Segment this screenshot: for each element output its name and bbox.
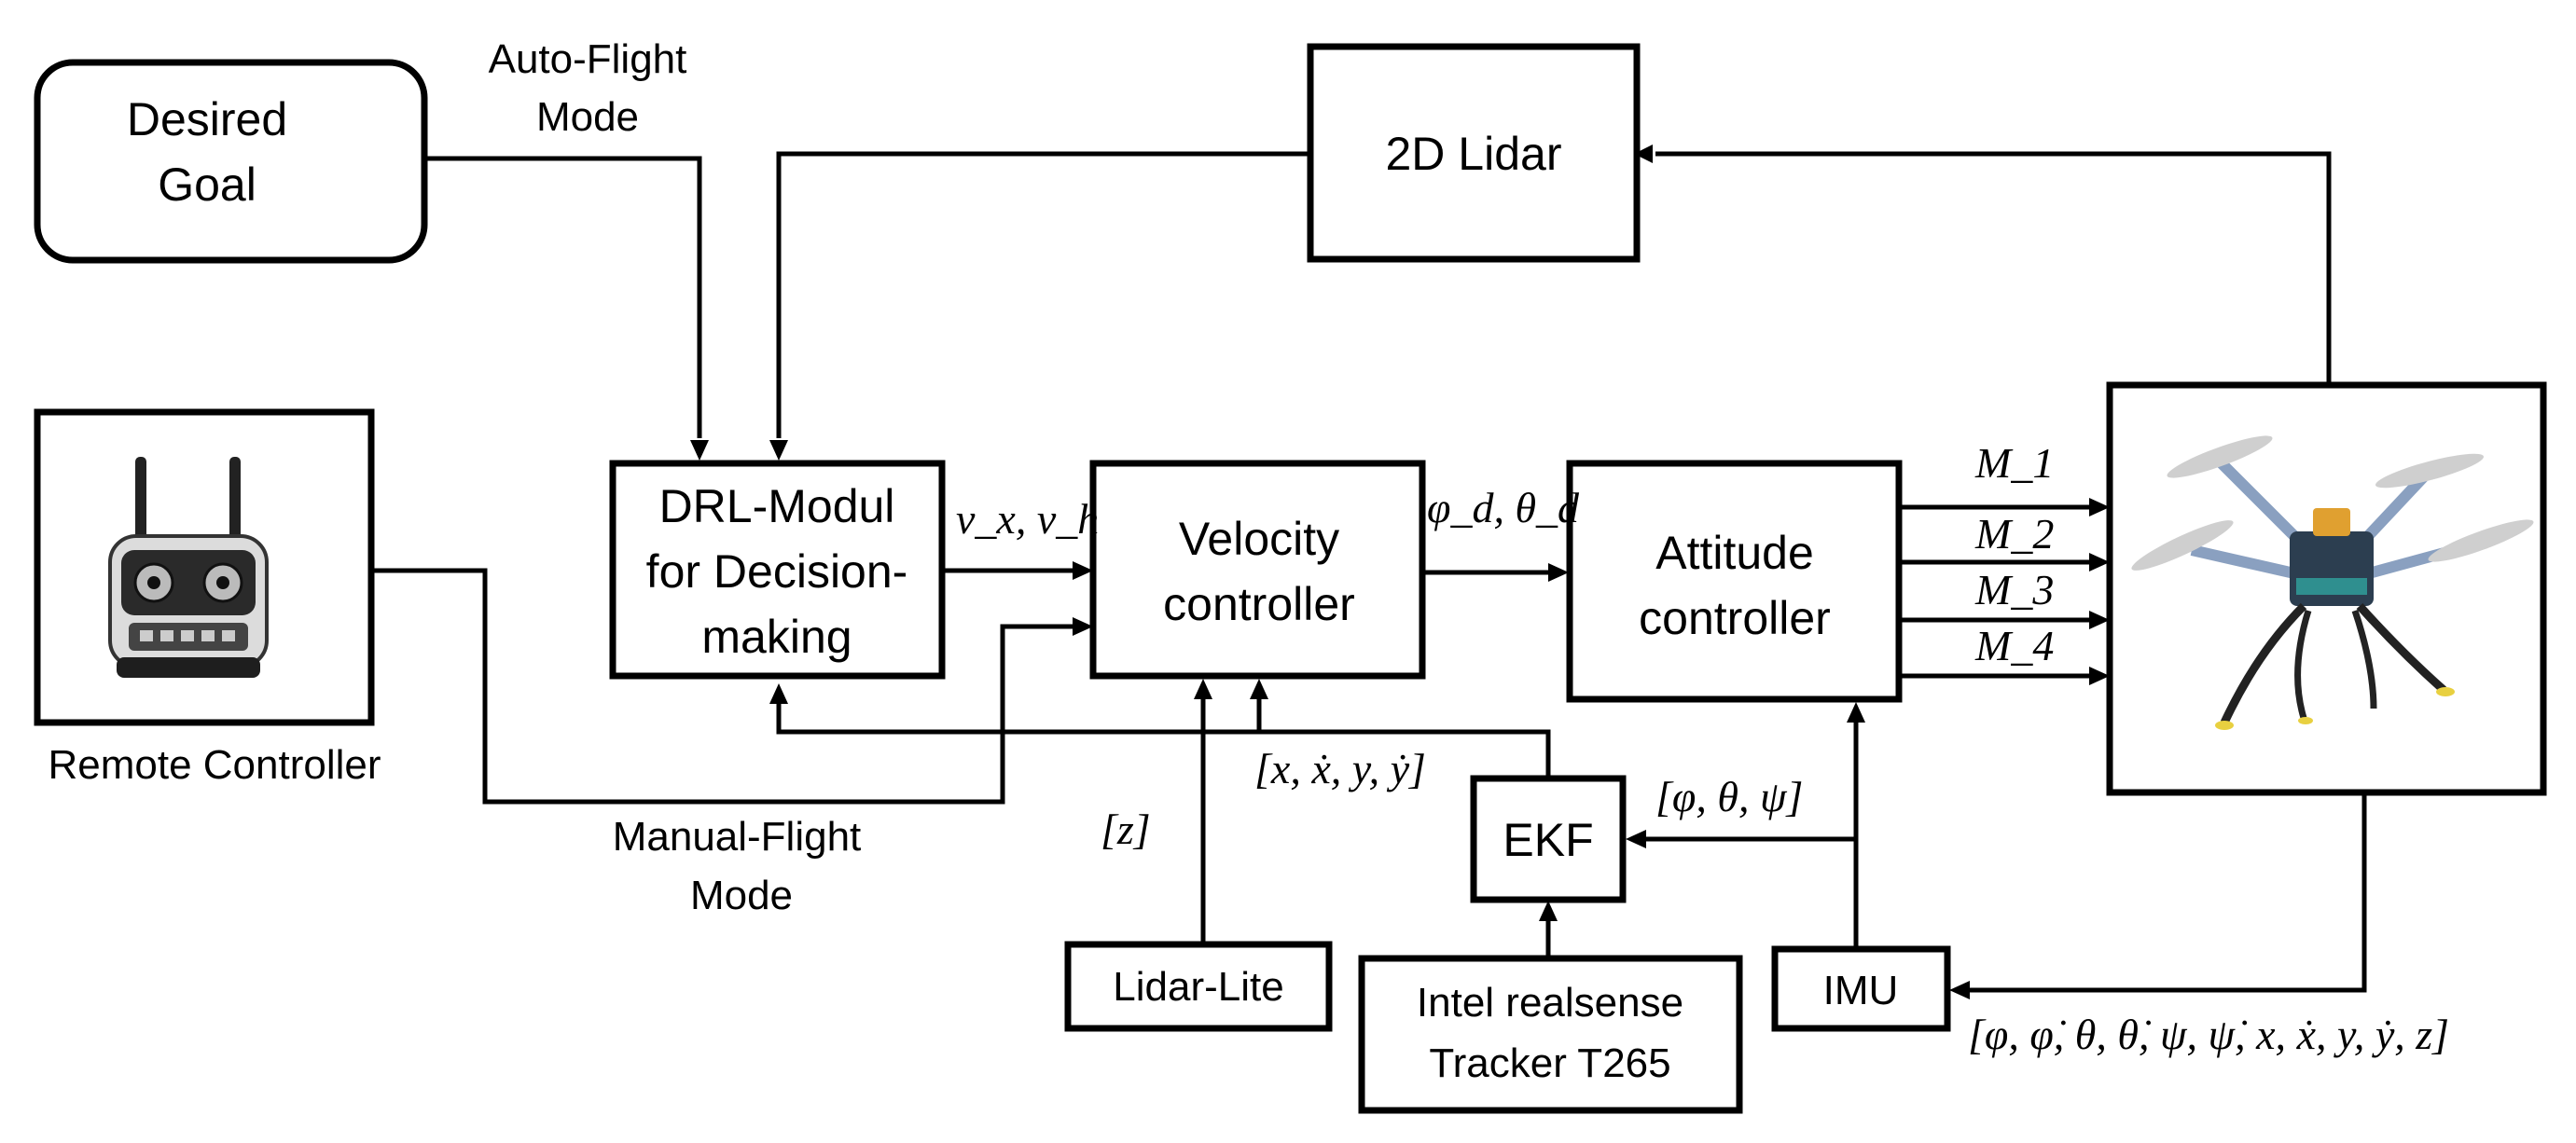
connections [373,145,2367,999]
realsense-line-1: Intel realsense [1417,980,1683,1026]
drl-line-1: DRL-Modul [659,480,895,532]
lidar2d-label: 2D Lidar [1386,128,1562,180]
arrowhead [2089,611,2110,629]
arrowhead [769,683,788,704]
vx-vh-label: v_x, v_h [956,495,1099,543]
pos-vel-label: [x, ẋ, y, ẏ] [1254,745,1426,792]
arrowhead [1847,702,1865,723]
arrowhead [2089,667,2110,685]
motor-label-1: M_1 [1974,439,2054,487]
attitude-line-1: Attitude [1655,527,1814,579]
realsense-line-2: Tracker T265 [1429,1040,1670,1086]
remote-controller-icon [108,457,269,678]
angles-label: [φ, θ, ψ] [1655,773,1803,820]
auto-flight-line [424,156,702,438]
arrowhead [690,440,709,461]
arrowhead [1949,981,1970,999]
drl-line-3: making [701,611,852,663]
arrowhead [1194,679,1212,699]
phi-theta-d-label: φ_d, θ_d [1427,484,1580,531]
attitude-controller-block: Attitude controller [1566,460,1903,703]
arrowhead [1250,679,1268,699]
velocity-controller-block: Velocity controller [1089,460,1426,680]
auto-flight-label-2: Mode [536,94,639,140]
velocity-line-1: Velocity [1179,513,1339,565]
arrowhead [1548,563,1569,582]
drone-image [2106,381,2547,796]
ekf-feedback-line [776,704,1551,778]
manual-flight-label-2: Mode [690,873,793,918]
z-label: [z] [1101,806,1151,853]
ekf-label: EKF [1503,814,1593,866]
imu-label: IMU [1823,968,1899,1013]
realsense-block: Intel realsense Tracker T265 [1358,955,1743,1114]
arrowhead [1073,617,1093,636]
manual-flight-label-1: Manual-Flight [613,814,862,860]
remote-controller-image [34,408,375,726]
auto-flight-label-1: Auto-Flight [489,36,687,82]
ekf-block: EKF [1470,775,1627,903]
lidar-lite-label: Lidar-Lite [1113,964,1283,1010]
arrowhead [1626,830,1646,848]
velocity-line-2: controller [1163,578,1355,630]
remote-controller-caption: Remote Controller [48,742,381,788]
imu-block: IMU [1771,945,1951,1032]
lidar2d-to-drl-line [776,151,1310,438]
motor-label-4: M_4 [1974,622,2054,669]
arrowhead [2089,553,2110,572]
drl-line-2: for Decision- [646,545,908,598]
drl-module-block: DRL-Modul for Decision- making [609,460,946,680]
imu-state-label: [φ, φ̇, θ, θ̇, ψ, ψ̇, x, ẋ, y, ẏ, z] [1968,1011,2449,1058]
lidar2d-block: 2D Lidar [1307,43,1641,263]
desired-goal-line-2: Goal [158,158,256,211]
desired-goal-block: Desired Goal [34,59,428,264]
attitude-line-2: controller [1639,592,1831,644]
desired-goal-line-1: Desired [127,93,287,145]
arrowhead [769,440,788,461]
motor-label-2: M_2 [1974,510,2054,558]
quadrotor-drone-icon [2131,435,2534,730]
arrowhead [1634,145,1653,163]
lidar-lite-block: Lidar-Lite [1064,941,1333,1032]
drone-to-lidar2d-line [1655,151,2332,385]
motor-label-3: M_3 [1974,566,2054,613]
arrowhead [2089,498,2110,516]
drone-to-imu-line [1970,794,2367,993]
arrowhead [1073,561,1093,580]
arrowhead [1539,901,1558,921]
manual-flight-line [373,568,1073,805]
